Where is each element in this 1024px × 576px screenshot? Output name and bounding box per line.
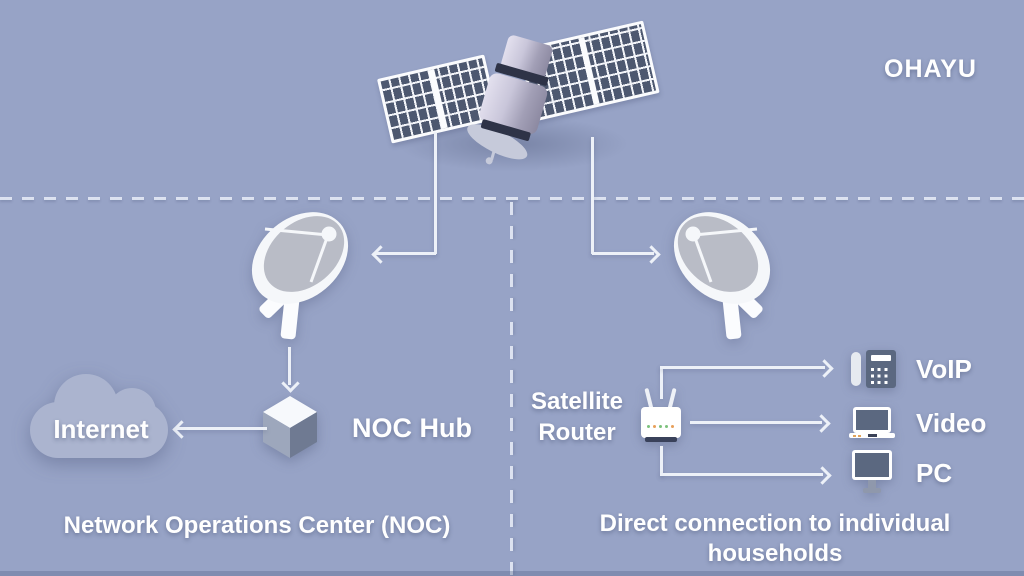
horizontal-divider-dashed-line: [0, 197, 1024, 200]
router-status-leds: [647, 425, 674, 428]
cloud-base: [30, 402, 168, 458]
cloud-icon-internet: [30, 374, 172, 460]
downlink-right-vertical-line: [591, 137, 594, 254]
router-to-voip-vertical-line: [660, 366, 663, 399]
arrowhead-right-to-pc: [813, 466, 832, 485]
laptop-screen: [856, 410, 888, 430]
cube-icon-noc-hub: [263, 396, 317, 458]
laptop-led-2: [858, 435, 861, 437]
noc-hub-label: NOC Hub: [352, 413, 472, 443]
households-caption-line2: households: [707, 540, 843, 567]
router-to-pc-horizontal-line: [660, 473, 823, 476]
voip-label: VoIP: [916, 354, 972, 384]
dish-to-hub-line: [288, 347, 291, 385]
arrowhead-left-to-noc-dish: [371, 245, 390, 264]
households-caption-line1: Direct connection to individual: [599, 510, 951, 537]
phone-handset: [851, 352, 861, 386]
arrowhead-down-to-hub: [281, 374, 300, 393]
router-to-video-line: [690, 421, 822, 424]
router-body: [641, 407, 681, 438]
brand-logo: OHAYU: [884, 55, 977, 83]
downlink-right-horizontal-line: [592, 252, 654, 255]
monitor-base: [863, 488, 881, 493]
laptop-touchpad: [868, 434, 877, 437]
wifi-router-icon: [638, 387, 686, 446]
hub-to-internet-line: [175, 427, 267, 430]
internet-label: Internet: [53, 414, 149, 444]
laptop-led-1: [853, 435, 856, 437]
households-caption: Direct connection to individual househol…: [535, 509, 1015, 569]
downlink-left-vertical-line: [434, 132, 437, 254]
monitor-neck: [868, 480, 876, 489]
phone-keypad: [871, 365, 891, 384]
router-base: [645, 437, 677, 442]
monitor-screen: [855, 453, 889, 477]
satellite-dish-icon-noc: [251, 212, 349, 340]
satellite-router-label: Satellite Router: [507, 386, 647, 448]
router-to-voip-horizontal-line: [660, 366, 825, 369]
vertical-divider-dashed-line: [510, 202, 513, 576]
arrowhead-left-to-internet: [172, 420, 191, 439]
satellite-dish-icon-household: [673, 212, 771, 340]
monitor-icon: [852, 450, 892, 494]
arrowhead-right-to-video: [812, 414, 831, 433]
arrowhead-right-to-voip: [815, 359, 834, 378]
satellite-icon: [376, 20, 660, 174]
desk-phone-icon: [851, 350, 896, 388]
bottom-edge-strip: [0, 571, 1024, 576]
satellite-router-label-line1: Satellite: [530, 388, 624, 415]
phone-display: [871, 355, 891, 361]
satellite-router-label-line2: Router: [538, 419, 616, 446]
downlink-left-horizontal-line: [374, 252, 436, 255]
video-label: Video: [916, 408, 987, 438]
noc-caption: Network Operations Center (NOC): [63, 512, 451, 539]
pc-label: PC: [916, 458, 953, 488]
laptop-icon: [849, 407, 895, 439]
router-to-pc-vertical-line: [660, 446, 663, 476]
